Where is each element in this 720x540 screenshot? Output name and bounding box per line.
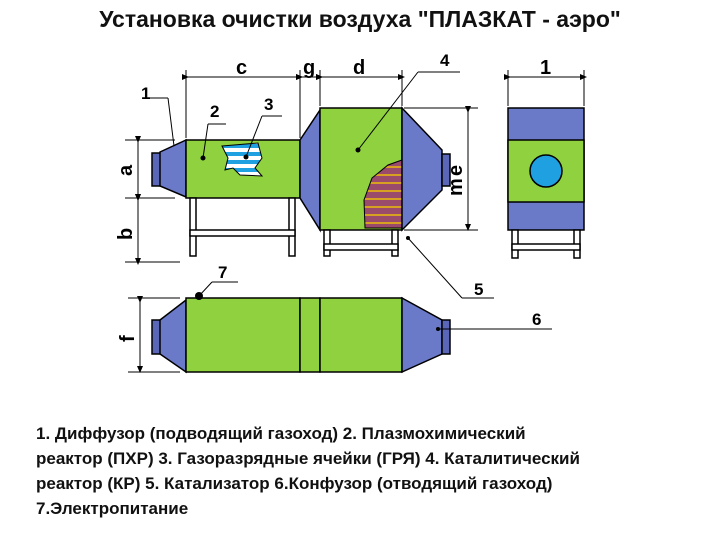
label-4: 4 [440, 51, 450, 70]
gas-discharge-cells [221, 142, 264, 177]
support-frame [189, 197, 399, 257]
label-3: 3 [264, 95, 273, 114]
caption-line-4: 7.Электропитание [36, 499, 189, 518]
caption-line-3: реактор (КР) 5. Катализатор 6.Конфузор (… [36, 474, 553, 493]
caption-line-2: реактор (ПХР) 3. Газоразрядные ячейки (Г… [36, 449, 580, 468]
end-view-outlet [529, 154, 563, 188]
top-view-catalytic-reactor [319, 297, 403, 373]
page-title: Установка очистки воздуха "ПЛАЗКАТ - аэр… [99, 6, 621, 32]
label-2: 2 [210, 102, 219, 121]
diffuser [159, 138, 187, 199]
label-c: c [236, 57, 247, 79]
label-1: 1 [141, 84, 150, 103]
outlet-flange [441, 153, 451, 187]
label-d: d [353, 57, 365, 79]
label-a: a [115, 164, 137, 176]
side-dimensions [125, 70, 494, 299]
top-view-connector [299, 297, 321, 373]
caption-line-1: 1. Диффузор (подводящий газоход) 2. Плаз… [36, 424, 526, 443]
label-f: f [117, 335, 139, 342]
top-view [128, 281, 552, 374]
legend-caption: 1. Диффузор (подводящий газоход) 2. Плаз… [36, 421, 696, 521]
label-g: g [303, 57, 315, 79]
label-7: 7 [218, 263, 227, 282]
label-e: e [445, 165, 467, 176]
label-b: b [115, 228, 137, 240]
end-view [504, 70, 587, 259]
transition-left [299, 107, 321, 233]
label-5: 5 [474, 280, 483, 299]
label-m: m [445, 178, 467, 196]
top-view-plasma-reactor [185, 297, 301, 373]
confusor [401, 106, 443, 232]
label-6: 6 [532, 310, 541, 329]
side-view [151, 106, 451, 257]
label-1-end-view: 1 [540, 57, 551, 79]
